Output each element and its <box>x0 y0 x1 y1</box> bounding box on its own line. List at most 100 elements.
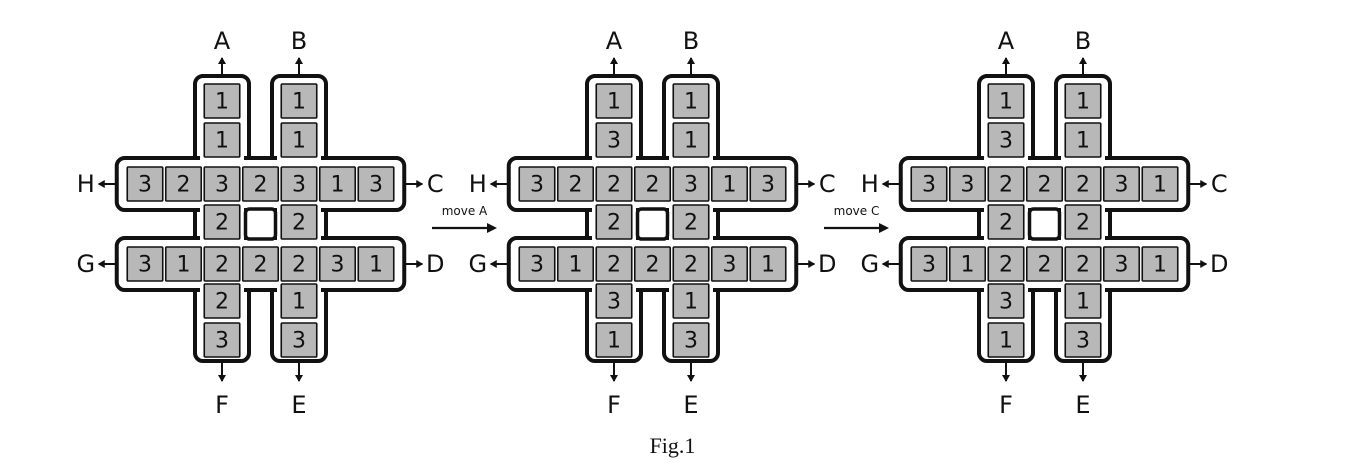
cell-D-7: 1 <box>749 246 787 282</box>
label-A: A <box>214 27 231 55</box>
svg-text:2: 2 <box>607 211 621 236</box>
cell-A-1: 1 <box>203 83 241 119</box>
svg-text:2: 2 <box>254 253 268 278</box>
cell-D-5: 2 <box>1064 246 1102 282</box>
svg-text:3: 3 <box>530 173 544 198</box>
cell-A-6: 3 <box>595 283 633 319</box>
cell-B-6: 1 <box>280 283 318 319</box>
cell-D-4: 2 <box>633 246 672 282</box>
svg-text:3: 3 <box>684 329 698 354</box>
cell-B-7: 3 <box>672 322 710 358</box>
cell-D-1: 3 <box>518 246 556 282</box>
label-C: C <box>427 170 444 198</box>
cell-C-5: 2 <box>1064 166 1102 202</box>
cell-C-2: 2 <box>164 166 203 202</box>
cell-A-2: 3 <box>987 122 1025 158</box>
svg-text:1: 1 <box>1076 90 1090 115</box>
cell-A-1: 1 <box>987 83 1025 119</box>
svg-text:1: 1 <box>177 253 191 278</box>
cell-A-6: 3 <box>987 283 1025 319</box>
svg-text:1: 1 <box>961 253 975 278</box>
label-H: H <box>469 170 487 198</box>
move-label: move C <box>834 204 880 218</box>
cell-A-7: 3 <box>203 322 241 358</box>
cell-D-6: 3 <box>710 246 749 282</box>
svg-text:2: 2 <box>684 211 698 236</box>
cell-B-2: 1 <box>1064 122 1102 158</box>
label-C: C <box>819 170 836 198</box>
svg-text:2: 2 <box>569 173 583 198</box>
svg-text:2: 2 <box>1076 253 1090 278</box>
center-hole <box>635 207 670 241</box>
label-F: F <box>215 391 229 419</box>
cell-C-7: 3 <box>357 166 395 202</box>
svg-text:3: 3 <box>607 290 621 315</box>
cell-D-4: 2 <box>241 246 280 282</box>
svg-text:2: 2 <box>646 173 660 198</box>
cell-D-2: 1 <box>948 246 987 282</box>
cell-C-1: 3 <box>910 166 948 202</box>
label-B: B <box>1075 27 1091 55</box>
svg-text:3: 3 <box>138 173 152 198</box>
svg-text:1: 1 <box>215 129 229 154</box>
cell-B-1: 1 <box>280 83 318 119</box>
label-G: G <box>468 250 487 278</box>
svg-text:2: 2 <box>215 290 229 315</box>
label-D: D <box>426 250 444 278</box>
cell-B-4: 2 <box>1064 204 1102 240</box>
move-arrow-2: move C <box>824 204 889 233</box>
cell-B-2: 1 <box>280 122 318 158</box>
cell-C-7: 3 <box>749 166 787 202</box>
label-F: F <box>607 391 621 419</box>
svg-text:3: 3 <box>138 253 152 278</box>
cell-C-6: 1 <box>710 166 749 202</box>
label-G: G <box>76 250 95 278</box>
svg-text:3: 3 <box>292 329 306 354</box>
cell-D-3: 2 <box>203 246 241 282</box>
label-H: H <box>861 170 879 198</box>
svg-text:3: 3 <box>922 173 936 198</box>
center-hole <box>243 207 278 241</box>
cell-D-3: 2 <box>987 246 1025 282</box>
svg-text:2: 2 <box>292 211 306 236</box>
svg-text:3: 3 <box>723 253 737 278</box>
cell-C-4: 2 <box>241 166 280 202</box>
cell-A-4: 2 <box>595 204 633 240</box>
cell-D-5: 2 <box>672 246 710 282</box>
cell-C-4: 2 <box>1025 166 1064 202</box>
figure-caption: Fig.1 <box>649 433 696 458</box>
cell-A-7: 1 <box>987 322 1025 358</box>
svg-text:1: 1 <box>723 173 737 198</box>
svg-text:2: 2 <box>1038 173 1052 198</box>
svg-text:3: 3 <box>215 329 229 354</box>
label-A: A <box>998 27 1015 55</box>
svg-text:2: 2 <box>254 173 268 198</box>
cell-C-7: 1 <box>1141 166 1179 202</box>
cell-C-2: 3 <box>948 166 987 202</box>
cell-D-4: 2 <box>1025 246 1064 282</box>
cell-C-4: 2 <box>633 166 672 202</box>
svg-text:1: 1 <box>292 129 306 154</box>
svg-text:2: 2 <box>1076 173 1090 198</box>
cell-A-4: 2 <box>987 204 1025 240</box>
label-D: D <box>818 250 836 278</box>
svg-text:1: 1 <box>1076 290 1090 315</box>
cell-C-1: 3 <box>126 166 164 202</box>
svg-text:3: 3 <box>1115 173 1129 198</box>
cell-C-5: 3 <box>672 166 710 202</box>
label-F: F <box>999 391 1013 419</box>
center-hole <box>1027 207 1062 241</box>
svg-text:2: 2 <box>607 173 621 198</box>
svg-text:3: 3 <box>607 129 621 154</box>
svg-text:1: 1 <box>292 290 306 315</box>
cell-B-2: 1 <box>672 122 710 158</box>
cell-C-6: 1 <box>318 166 357 202</box>
svg-text:1: 1 <box>607 90 621 115</box>
cell-B-7: 3 <box>280 322 318 358</box>
cell-D-1: 3 <box>126 246 164 282</box>
svg-text:3: 3 <box>292 173 306 198</box>
svg-text:2: 2 <box>999 211 1013 236</box>
svg-text:1: 1 <box>215 90 229 115</box>
